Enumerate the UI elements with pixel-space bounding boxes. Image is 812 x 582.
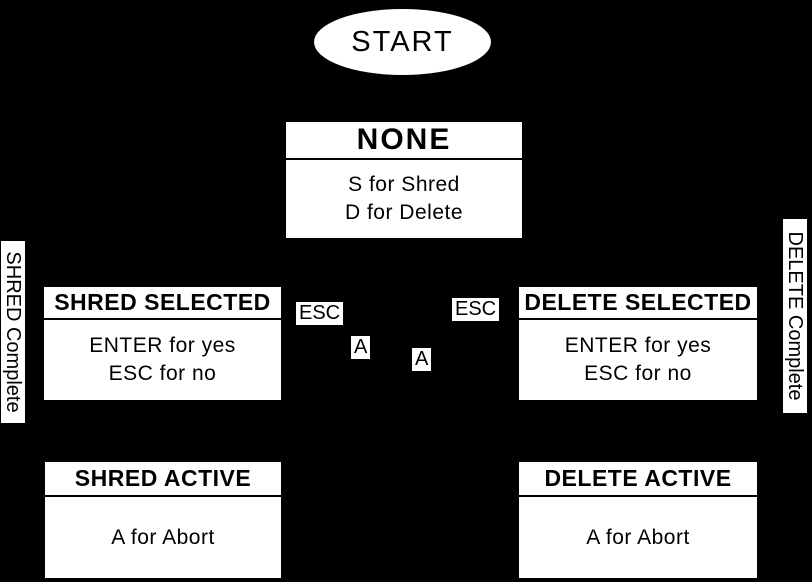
state-shred-active: SHRED ACTIVE A for Abort — [45, 462, 281, 578]
state-none-body: S for Shred D for Delete — [286, 160, 522, 238]
state-delete-selected-title: DELETE SELECTED — [519, 287, 757, 320]
transition-label-shred-complete: SHRED Complete — [1, 241, 25, 423]
state-shred-active-body: A for Abort — [45, 497, 281, 578]
state-shred-selected-title: SHRED SELECTED — [44, 287, 281, 320]
shred-complete-text: SHRED Complete — [1, 241, 25, 423]
state-delete-active: DELETE ACTIVE A for Abort — [519, 462, 757, 578]
start-node-label: START — [351, 25, 454, 58]
transition-label-abort-right: A — [412, 348, 432, 371]
transition-label-esc-right: ESC — [452, 298, 500, 321]
transition-label-delete-complete: DELETE Complete — [783, 219, 807, 413]
state-delete-selected-body: ENTER for yes ESC for no — [519, 320, 757, 400]
delete-complete-text: DELETE Complete — [783, 219, 807, 413]
state-delete-active-title: DELETE ACTIVE — [519, 462, 757, 497]
state-delete-active-line1: A for Abort — [586, 525, 690, 549]
state-shred-selected-body: ENTER for yes ESC for no — [44, 320, 281, 400]
state-none-line1: S for Shred — [348, 173, 460, 196]
state-delete-selected: DELETE SELECTED ENTER for yes ESC for no — [519, 287, 757, 400]
state-delete-active-body: A for Abort — [519, 497, 757, 578]
state-shred-active-title: SHRED ACTIVE — [45, 462, 281, 497]
state-delete-selected-line2: ESC for no — [584, 362, 692, 385]
state-delete-selected-line1: ENTER for yes — [564, 334, 712, 357]
state-shred-selected: SHRED SELECTED ENTER for yes ESC for no — [44, 287, 281, 400]
state-shred-selected-line2: ESC for no — [108, 362, 217, 385]
state-none-line2: D for Delete — [344, 201, 464, 224]
state-shred-active-line1: A for Abort — [111, 525, 215, 549]
transition-label-abort-left: A — [351, 336, 371, 359]
state-none-title: NONE — [286, 122, 522, 160]
transition-label-esc-left: ESC — [296, 302, 344, 325]
state-shred-selected-line1: ENTER for yes — [89, 334, 236, 357]
start-node: START — [314, 9, 491, 75]
state-none: NONE S for Shred D for Delete — [286, 122, 522, 238]
